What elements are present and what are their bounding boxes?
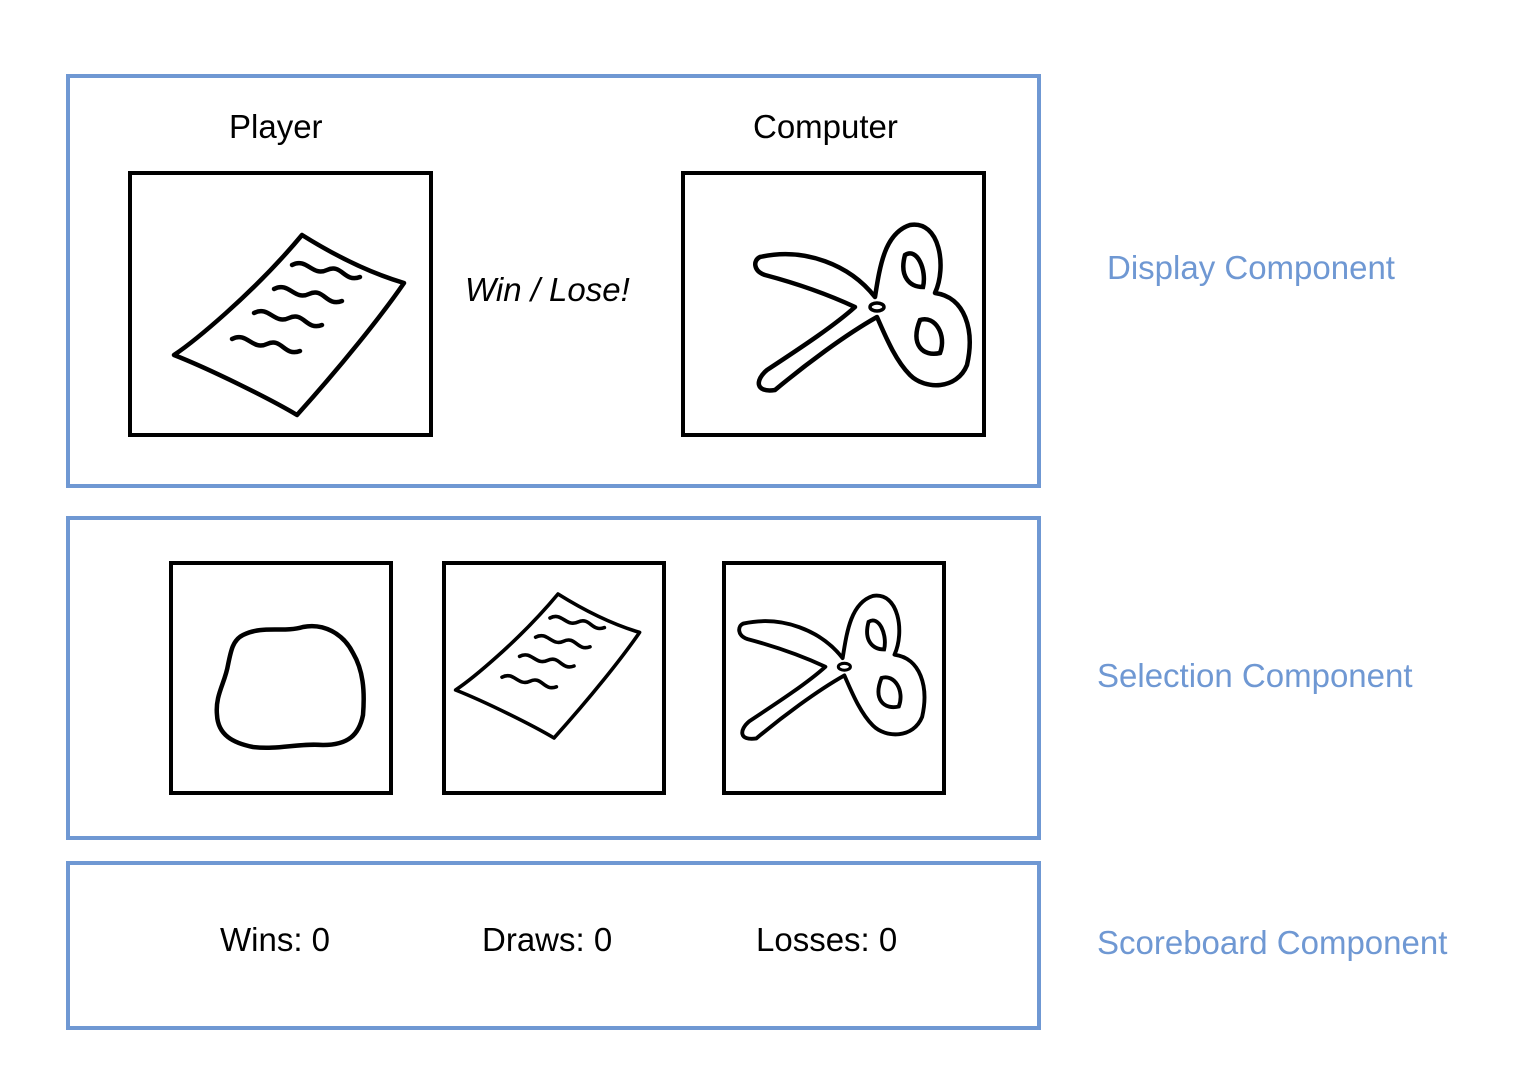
select-scissors-button[interactable]	[722, 561, 946, 795]
losses-count: Losses: 0	[756, 921, 898, 958]
result-text: Win / Lose!	[465, 271, 630, 308]
scoreboard-component	[66, 861, 1041, 1030]
scoreboard-component-label: Scoreboard Component	[1097, 924, 1448, 961]
draws-count: Draws: 0	[482, 921, 613, 958]
computer-choice-card	[681, 171, 986, 437]
player-heading: Player	[229, 108, 323, 145]
rock-icon	[173, 565, 389, 791]
paper-icon	[453, 592, 642, 740]
selection-component-label: Selection Component	[1097, 657, 1413, 694]
scissors-icon	[737, 593, 927, 741]
computer-heading: Computer	[753, 108, 898, 145]
select-paper-button[interactable]	[442, 561, 666, 795]
player-choice-card	[128, 171, 433, 437]
selection-component	[66, 516, 1041, 840]
scissors-icon	[685, 175, 982, 433]
display-component	[66, 74, 1041, 488]
wins-count: Wins: 0	[220, 921, 331, 958]
select-rock-button[interactable]	[169, 561, 393, 795]
display-component-label: Display Component	[1107, 249, 1395, 286]
paper-icon	[132, 175, 429, 433]
